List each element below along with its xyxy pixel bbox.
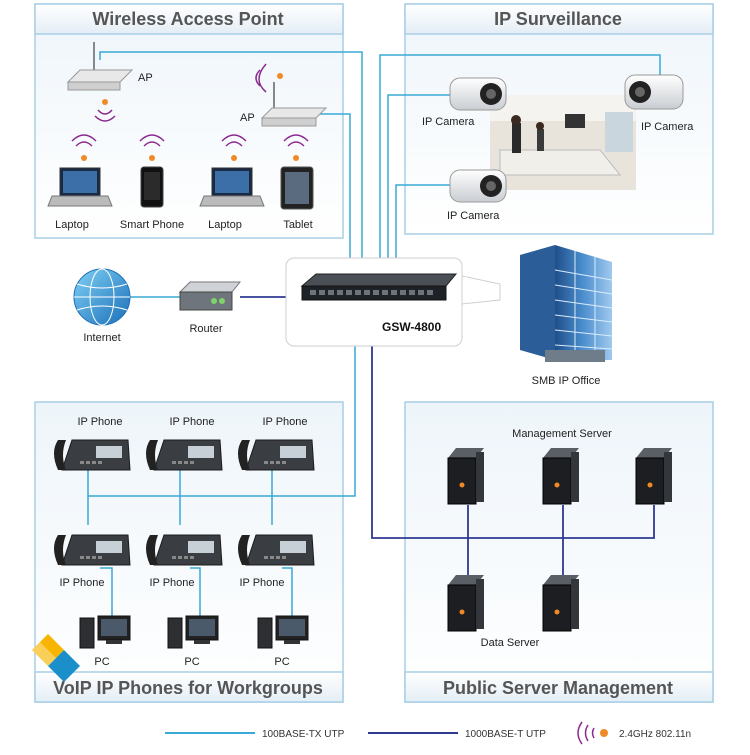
- cable-mgmt-servers: [467, 505, 655, 539]
- device-label-tablet: Tablet: [283, 219, 312, 231]
- phone-label-5: IP Phone: [149, 577, 194, 589]
- ip-phone-icon-3: [238, 439, 315, 471]
- panel-title-voip: VoIP IP Phones for Workgroups: [53, 678, 323, 698]
- wifi-icon-4: [283, 134, 309, 161]
- pc-icon-1: [79, 615, 131, 649]
- panel-title-surveillance: IP Surveillance: [494, 9, 622, 29]
- pc-label-3: PC: [274, 656, 289, 668]
- switch-icon: [300, 273, 458, 301]
- panel-title-server: Public Server Management: [443, 678, 673, 698]
- access-point-1: AP: [66, 42, 153, 122]
- camera-icon-bottom: [449, 169, 507, 203]
- camera-label-top-right: IP Camera: [641, 121, 694, 133]
- cable-server-bus: [371, 330, 468, 539]
- cable-phone-bus: [88, 330, 356, 497]
- ip-phone-icon-6: [238, 534, 315, 566]
- legend-gigabit-label: 1000BASE-T UTP: [465, 729, 546, 740]
- office-label: SMB IP Office: [532, 375, 601, 387]
- wifi-icon-2: [139, 134, 165, 161]
- phone-label-3: IP Phone: [262, 416, 307, 428]
- cable-camera-bottom: [395, 184, 450, 270]
- access-point-2: AP: [240, 63, 328, 127]
- ip-phone-icon-1: [54, 439, 131, 471]
- device-label-laptop-1: Laptop: [55, 219, 89, 231]
- laptop-icon-2: [199, 167, 265, 207]
- internet-label: Internet: [83, 332, 120, 344]
- ip-phone-icon-5: [146, 534, 223, 566]
- office-photo: [490, 95, 636, 190]
- watermark-logo: [32, 634, 80, 682]
- wifi-icon-1: [71, 134, 97, 161]
- smartphone-icon: [140, 166, 164, 208]
- legend-wireless-label: 2.4GHz 802.11n: [619, 729, 691, 740]
- pc-label-1: PC: [94, 656, 109, 668]
- device-label-smartphone: Smart Phone: [120, 219, 184, 231]
- cable-camera-top-right: [379, 54, 661, 270]
- cable-ap1: [99, 51, 363, 270]
- pc-label-2: PC: [184, 656, 199, 668]
- pc-icon-3: [257, 615, 309, 649]
- cable-pc1: [100, 567, 113, 622]
- ip-phone-icon-4: [54, 534, 131, 566]
- cable-camera-top-left: [387, 94, 450, 270]
- switch-model-label: GSW-4800: [382, 320, 441, 334]
- cable-pc2: [190, 567, 201, 622]
- phone-label-4: IP Phone: [59, 577, 104, 589]
- wifi-icon-3: [221, 134, 247, 161]
- legend-wifi-icon: [577, 721, 608, 745]
- camera-icon-top-right: [624, 74, 684, 110]
- legend: 100BASE-TX UTP 1000BASE-T UTP 2.4GHz 802…: [165, 721, 691, 745]
- ap-label-2: AP: [240, 112, 255, 124]
- router-label: Router: [189, 323, 222, 335]
- tablet-icon: [280, 166, 314, 210]
- server-icon-mgmt-2: [542, 448, 579, 505]
- ip-phone-icon-2: [146, 439, 223, 471]
- cable-pc3: [282, 567, 293, 622]
- building-icon: [520, 245, 613, 362]
- wifi-signals: [71, 134, 309, 161]
- device-label-laptop-2: Laptop: [208, 219, 242, 231]
- data-server-label: Data Server: [481, 637, 540, 649]
- phone-label-1: IP Phone: [77, 416, 122, 428]
- server-icon-data-2: [542, 575, 579, 632]
- phone-label-2: IP Phone: [169, 416, 214, 428]
- phone-label-6: IP Phone: [239, 577, 284, 589]
- laptop-icon-1: [47, 167, 113, 207]
- internet-globe-icon: [73, 268, 131, 326]
- panel-server: Public Server Management: [404, 401, 714, 703]
- pc-icon-2: [167, 615, 219, 649]
- router-icon: [178, 281, 242, 311]
- server-icon-mgmt-3: [635, 448, 672, 505]
- camera-label-top-left: IP Camera: [422, 116, 475, 128]
- ap-label-1: AP: [138, 72, 153, 84]
- legend-fast-label: 100BASE-TX UTP: [262, 729, 345, 740]
- camera-label-bottom: IP Camera: [447, 210, 500, 222]
- management-server-label: Management Server: [512, 428, 612, 440]
- panel-title-wireless: Wireless Access Point: [92, 9, 283, 29]
- server-icon-data-1: [447, 575, 484, 632]
- server-icon-mgmt-1: [447, 448, 484, 505]
- camera-icon-top-left: [449, 77, 507, 111]
